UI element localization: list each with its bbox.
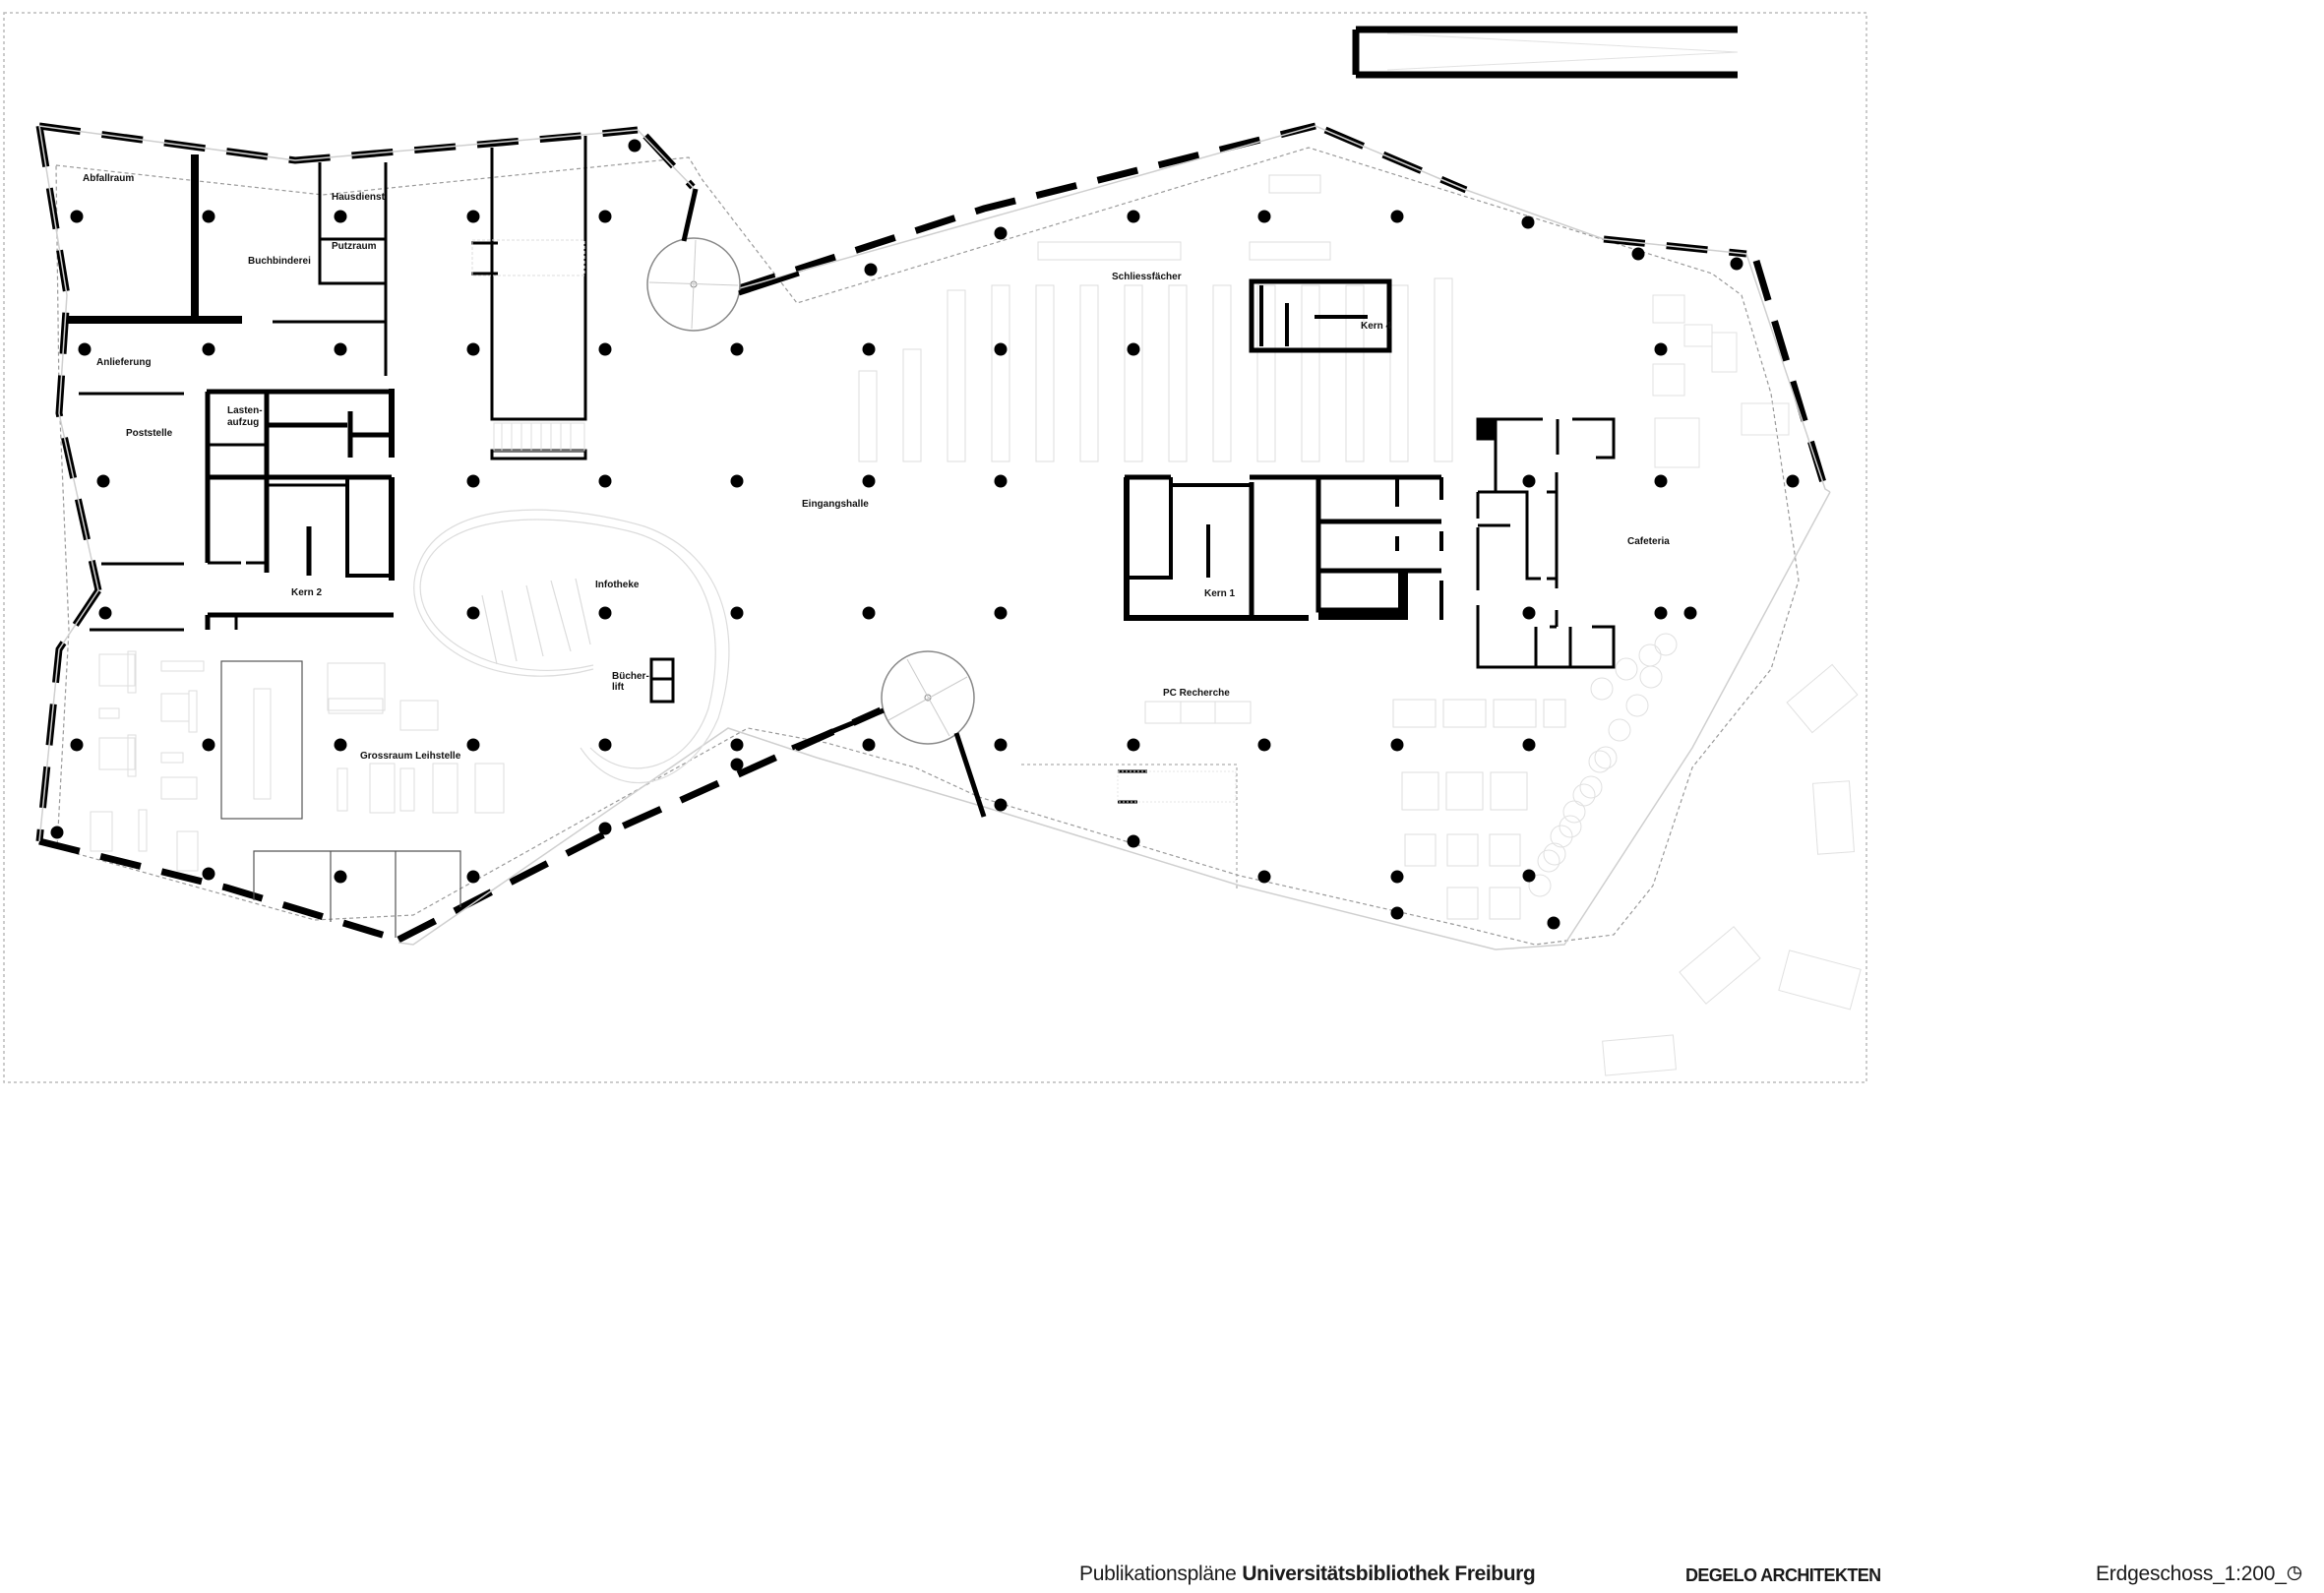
bottom-offices (253, 850, 461, 938)
infotheke-spiral (413, 509, 730, 784)
terrace-furniture (1528, 294, 1862, 1076)
label-hausdienst: Hausdienst (332, 192, 386, 203)
pc-desks (1144, 699, 1566, 920)
label-anlieferung: Anlieferung (96, 357, 152, 368)
label-buchbinderei: Buchbinderei (248, 256, 311, 267)
label-infotheke: Infotheke (595, 580, 640, 590)
west-wing-walls (67, 154, 395, 632)
label-eingangshalle: Eingangshalle (802, 499, 869, 510)
meeting-room (220, 660, 303, 820)
stairs-hatch (471, 239, 585, 452)
shelves (481, 578, 591, 665)
kern4-walls (1249, 278, 1392, 353)
north-arrow-icon (2287, 1565, 2301, 1581)
label-poststelle: Poststelle (126, 428, 173, 439)
label-buecherlift-2: lift (612, 682, 625, 693)
series-label: Publikationspläne (1079, 1562, 1237, 1585)
label-kern4: Kern 4 (1361, 321, 1392, 332)
locker-rows (858, 174, 1453, 462)
architect-name: DEGELO ARCHITEKTEN (1685, 1565, 1881, 1585)
label-lastenaufzug-1: Lasten- (227, 405, 263, 416)
facade-glass (38, 125, 1831, 950)
rotunda-bottom (791, 650, 987, 818)
central-shaft (471, 136, 587, 460)
footer-sheet: Erdgeschoss_1:200_ (2096, 1562, 2302, 1590)
label-schliessfaecher: Schliessfächer (1112, 272, 1182, 282)
upper-floor-outline (55, 147, 1800, 946)
project-title: Universitätsbibliothek Freiburg (1242, 1562, 1536, 1585)
label-kern2: Kern 2 (291, 587, 323, 598)
buecherlift-box (649, 657, 675, 704)
label-putzraum: Putzraum (332, 241, 377, 252)
west-furniture (90, 650, 505, 872)
footer-project: Publikationspläne Universitätsbibliothek… (1079, 1562, 1536, 1590)
cafeteria-kitchen (1476, 417, 1616, 669)
label-buecherlift-1: Bücher- (612, 671, 649, 682)
label-grossraum: Grossraum Leihstelle (360, 751, 461, 762)
label-lastenaufzug-2: aufzug (227, 417, 259, 428)
drawing-frame (3, 12, 1867, 1083)
label-cafeteria: Cafeteria (1627, 536, 1670, 547)
label-abfallraum: Abfallraum (83, 173, 134, 184)
kern1-service (1254, 474, 1443, 620)
south-ramp (1021, 764, 1238, 890)
scale-bar (1352, 26, 1739, 79)
sheet-label: Erdgeschoss_1:200_ (2096, 1562, 2287, 1585)
label-kern1: Kern 1 (1204, 588, 1236, 599)
room-labels: Abfallraum Buchbinderei Hausdienst Putzr… (83, 173, 1670, 762)
label-pcrecherche: PC Recherche (1163, 688, 1230, 699)
columns (50, 139, 1800, 930)
rotunda-top (646, 188, 800, 332)
